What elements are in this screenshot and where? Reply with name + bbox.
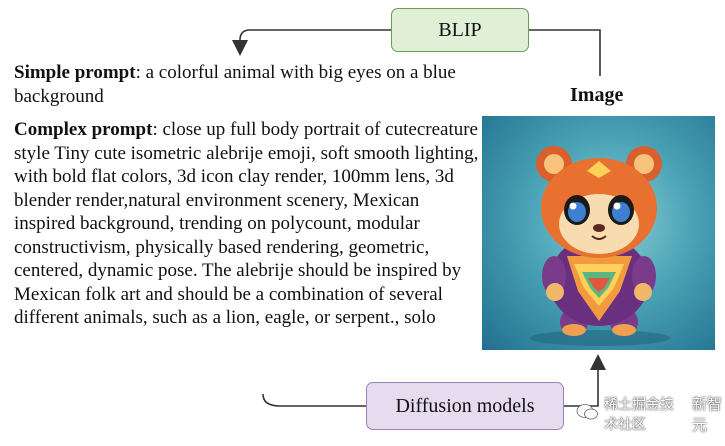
diffusion-models-node: Diffusion models <box>366 382 564 430</box>
simple-prompt: Simple prompt: a colorful animal with bi… <box>14 61 494 108</box>
complex-prompt-text: : close up full body portrait of cutecre… <box>14 119 479 328</box>
watermark-brand: 新智元 <box>692 395 723 434</box>
complex-prompt-label: Complex prompt <box>14 119 153 140</box>
wechat-icon <box>576 403 598 425</box>
alebrije-creature-illustration <box>530 146 670 346</box>
complex-prompt: Complex prompt: close up full body portr… <box>14 118 484 330</box>
blip-node: BLIP <box>391 8 529 52</box>
generated-image <box>482 116 715 350</box>
watermark-text: 稀土掘金技术社区 <box>604 397 674 433</box>
diffusion-models-label: Diffusion models <box>395 394 535 417</box>
blip-label: BLIP <box>438 18 482 41</box>
arrow-blip-to-prompt <box>232 29 391 56</box>
arrow-image-to-blip <box>527 29 601 76</box>
simple-prompt-label: Simple prompt <box>14 62 136 83</box>
watermark: 稀土掘金技术社区 新智元 <box>576 395 725 434</box>
arrow-prompt-to-diffusion <box>262 393 366 407</box>
image-label: Image <box>570 84 624 106</box>
simple-prompt-text: : a colorful animal with big eyes on a b… <box>14 62 456 107</box>
arrow-diffusion-to-image <box>562 354 606 407</box>
